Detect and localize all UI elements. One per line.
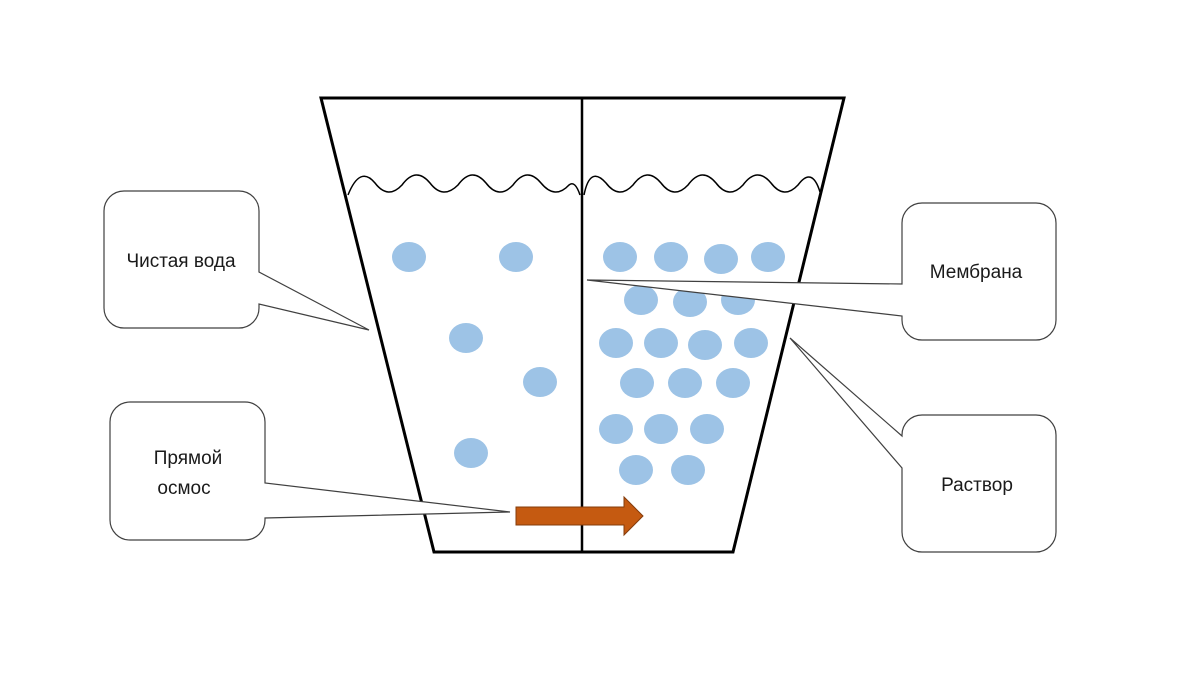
water-particle [449, 323, 483, 353]
callout-forward-osmosis: Прямой осмос [109, 401, 511, 541]
solute-particle [599, 328, 633, 358]
water-particle [392, 242, 426, 272]
callout-solution-label: Раствор [941, 475, 1013, 496]
solute-particle [620, 368, 654, 398]
callout-forward-osmosis-label-line2: осмос [157, 478, 210, 499]
solute-particle [671, 455, 705, 485]
vessel [319, 96, 846, 554]
osmosis-arrow [515, 495, 644, 537]
solute-particle [619, 455, 653, 485]
solute-particle [668, 368, 702, 398]
callout-solution-shape [789, 337, 1057, 553]
solute-particle [734, 328, 768, 358]
water-particle [454, 438, 488, 468]
solute-particle [624, 285, 658, 315]
solute-particle [599, 414, 633, 444]
solute-particle [751, 242, 785, 272]
solute-particle [603, 242, 637, 272]
callout-membrane-label: Мембрана [930, 262, 1023, 283]
water-particle [523, 367, 557, 397]
solute-particle [688, 330, 722, 360]
water-surface-left [347, 174, 581, 196]
callout-forward-osmosis-shape [109, 401, 511, 541]
solute-particle [690, 414, 724, 444]
solute-particle [644, 414, 678, 444]
solute-particle [704, 244, 738, 274]
solute-particle [654, 242, 688, 272]
callout-pure-water: Чистая вода [103, 190, 370, 331]
callout-membrane-shape [586, 202, 1057, 341]
water-surface-right [583, 174, 821, 196]
solute-particle [673, 287, 707, 317]
callout-solution: Раствор [789, 337, 1057, 553]
solute-particle [716, 368, 750, 398]
callout-pure-water-label: Чистая вода [126, 251, 236, 272]
solute-particle [644, 328, 678, 358]
callout-forward-osmosis-label-line1: Прямой [154, 448, 223, 469]
callout-membrane: Мембрана [586, 202, 1057, 341]
water-particle [499, 242, 533, 272]
callout-pure-water-shape [103, 190, 370, 331]
